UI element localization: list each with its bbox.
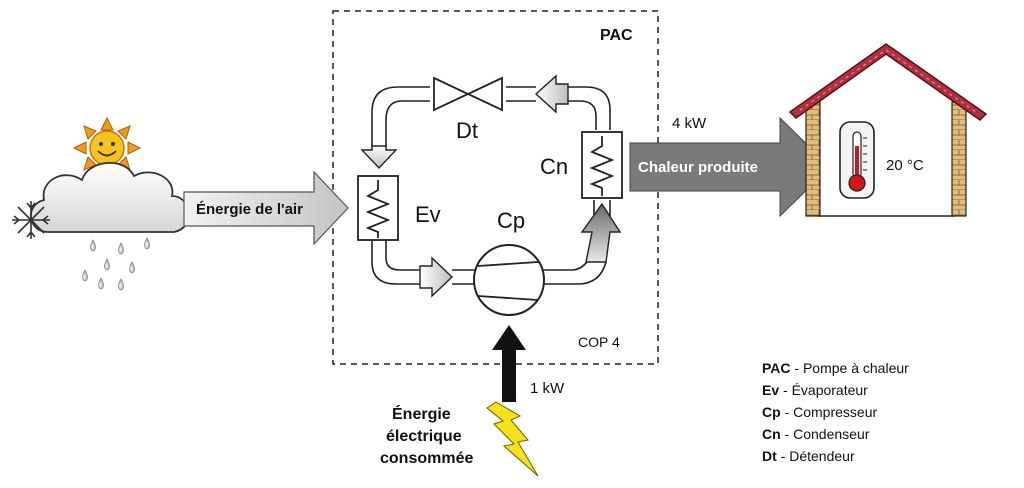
legend-item-dt: Dt - Détendeur (762, 448, 855, 464)
house-icon (788, 43, 988, 217)
rain-drops-icon (82, 237, 150, 291)
air-energy-arrow (183, 170, 349, 246)
flow-arrow-detendeur-in (534, 74, 569, 114)
lightning-bolt-icon (486, 401, 539, 477)
compressor-icon (473, 244, 545, 316)
electric-energy-line3: consommée (380, 450, 473, 467)
pac-title: PAC (600, 27, 633, 44)
air-energy-label: Énergie de l'air (196, 201, 303, 218)
legend-item-cn: Cn - Condenseur (762, 426, 870, 442)
snowflake-icon (12, 201, 50, 239)
legend: PAC - Pompe à chaleur Ev - Évaporateur C… (762, 360, 909, 464)
cop-label: COP 4 (578, 334, 620, 350)
legend-item-ev: Ev - Évaporateur (762, 382, 868, 398)
electric-energy-arrow (492, 325, 526, 402)
compressor-label: Cp (497, 208, 525, 233)
pac-boundary (332, 10, 659, 365)
electric-energy-line1: Énergie (392, 404, 451, 423)
house-right-wall (951, 101, 967, 217)
house-left-wall (805, 101, 821, 217)
detendeur-label: Dt (456, 118, 478, 143)
legend-item-pac: PAC - Pompe à chaleur (762, 360, 909, 376)
room-temperature: 20 °C (886, 157, 924, 174)
heat-power-value: 4 kW (672, 115, 707, 132)
electric-energy-line2: électrique (386, 428, 462, 445)
flow-arrow-condenser-in (580, 202, 622, 263)
flow-arrow-evaporator-in (360, 145, 398, 170)
condenser-icon (581, 131, 623, 199)
heat-output-label: Chaleur produite (638, 159, 758, 176)
legend-item-cp: Cp - Compresseur (762, 404, 877, 420)
house-roof (788, 43, 988, 121)
flow-arrow-compressor-in (419, 256, 454, 298)
detendeur-valve-icon (433, 76, 503, 112)
evaporator-label: Ev (415, 202, 441, 227)
cloud-icon (29, 161, 190, 233)
heat-output-arrow (629, 116, 831, 218)
electric-power-value: 1 kW (530, 380, 565, 397)
condenser-label: Cn (540, 154, 568, 179)
evaporator-icon (357, 175, 399, 241)
thermometer-icon (839, 121, 875, 199)
